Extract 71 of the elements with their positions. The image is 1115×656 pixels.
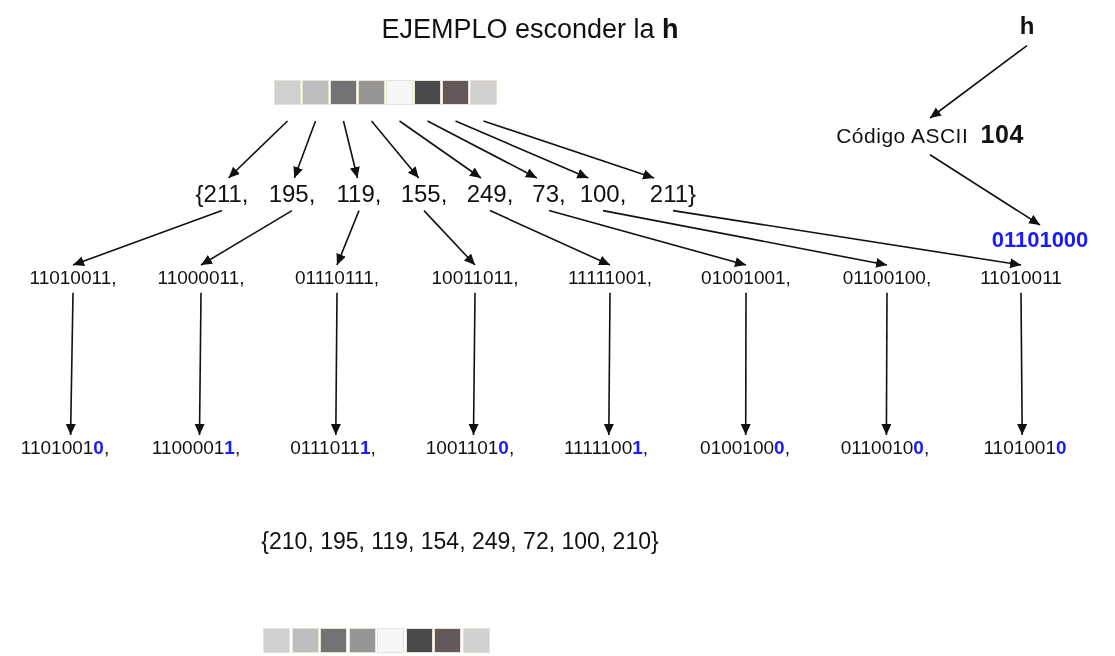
arrow bbox=[194, 292, 205, 436]
modified-binary-value: 10011010, bbox=[425, 437, 515, 459]
pixel-swatch bbox=[414, 80, 441, 105]
pixel-swatch bbox=[442, 80, 469, 105]
binary-value: 11000011, bbox=[157, 267, 245, 289]
binary-code-label: 01101000 bbox=[991, 227, 1089, 253]
modified-binary-value: 11010010, bbox=[20, 437, 110, 459]
ascii-code-label: Código ASCII 104 bbox=[836, 120, 1024, 149]
binary-value: 11010011, bbox=[29, 267, 117, 289]
arrow bbox=[489, 209, 611, 266]
pixel-swatch bbox=[434, 628, 461, 653]
arrow bbox=[336, 209, 360, 266]
arrow bbox=[1017, 292, 1028, 436]
pixel-swatch bbox=[291, 628, 319, 653]
pixel-swatch bbox=[405, 628, 433, 653]
arrow bbox=[227, 120, 289, 179]
binary-value: 11111001, bbox=[567, 267, 653, 289]
binary-value: 11010011 bbox=[980, 267, 1062, 289]
number-value: 119, bbox=[336, 180, 382, 208]
arrow bbox=[929, 153, 1041, 226]
arrow bbox=[548, 209, 747, 267]
pixel-swatch bbox=[320, 628, 347, 653]
number-value: 211} bbox=[649, 180, 697, 208]
arrow bbox=[426, 120, 538, 179]
arrow bbox=[929, 44, 1028, 119]
pixel-swatch bbox=[302, 80, 329, 105]
binary-value: 01110111, bbox=[294, 267, 380, 289]
arrow bbox=[454, 120, 590, 179]
modified-binary-value: 01100100, bbox=[840, 437, 930, 459]
arrow bbox=[740, 292, 751, 436]
pixel-swatch bbox=[348, 628, 376, 653]
arrow bbox=[881, 292, 892, 436]
pixel-swatch bbox=[263, 628, 290, 653]
arrow bbox=[330, 292, 341, 436]
pixel-swatch bbox=[330, 80, 357, 105]
arrow bbox=[72, 209, 223, 266]
number-value: 73, bbox=[532, 180, 566, 208]
pixel-swatch bbox=[470, 80, 497, 105]
arrow bbox=[398, 120, 482, 179]
arrow bbox=[672, 209, 1022, 269]
pixel-swatch bbox=[274, 80, 301, 105]
number-value: 249, bbox=[466, 180, 514, 208]
arrow bbox=[423, 209, 476, 266]
arrow bbox=[342, 120, 360, 179]
arrow bbox=[482, 120, 655, 180]
arrow bbox=[603, 292, 614, 436]
modified-binary-value: 01001000, bbox=[700, 437, 790, 459]
letter-label: h bbox=[1019, 12, 1035, 40]
number-value: 195, bbox=[268, 180, 316, 208]
arrow bbox=[200, 209, 293, 266]
modified-binary-value: 11010010 bbox=[983, 437, 1067, 459]
arrow bbox=[602, 209, 888, 268]
binary-value: 01001001, bbox=[701, 267, 791, 289]
value-set-label: {210, 195, 119, 154, 249, 72, 100, 210} bbox=[261, 528, 659, 555]
arrow bbox=[293, 120, 317, 179]
modified-binary-value: 11111001, bbox=[563, 437, 649, 459]
pixel-swatch bbox=[358, 80, 385, 105]
modified-binary-value: 01110111, bbox=[290, 437, 376, 459]
number-value: {211, bbox=[195, 180, 249, 208]
number-value: 100, bbox=[579, 180, 627, 208]
arrow bbox=[370, 120, 420, 179]
binary-value: 10011011, bbox=[431, 267, 519, 289]
pixel-swatch bbox=[386, 80, 413, 105]
arrow bbox=[65, 292, 76, 436]
pixel-swatch bbox=[377, 628, 404, 653]
title: EJEMPLO esconder la h bbox=[381, 14, 679, 46]
number-value: 155, bbox=[400, 180, 448, 208]
pixel-swatch bbox=[462, 628, 490, 653]
modified-binary-value: 11000011, bbox=[151, 437, 241, 459]
binary-value: 01100100, bbox=[842, 267, 932, 289]
arrow bbox=[468, 292, 479, 436]
